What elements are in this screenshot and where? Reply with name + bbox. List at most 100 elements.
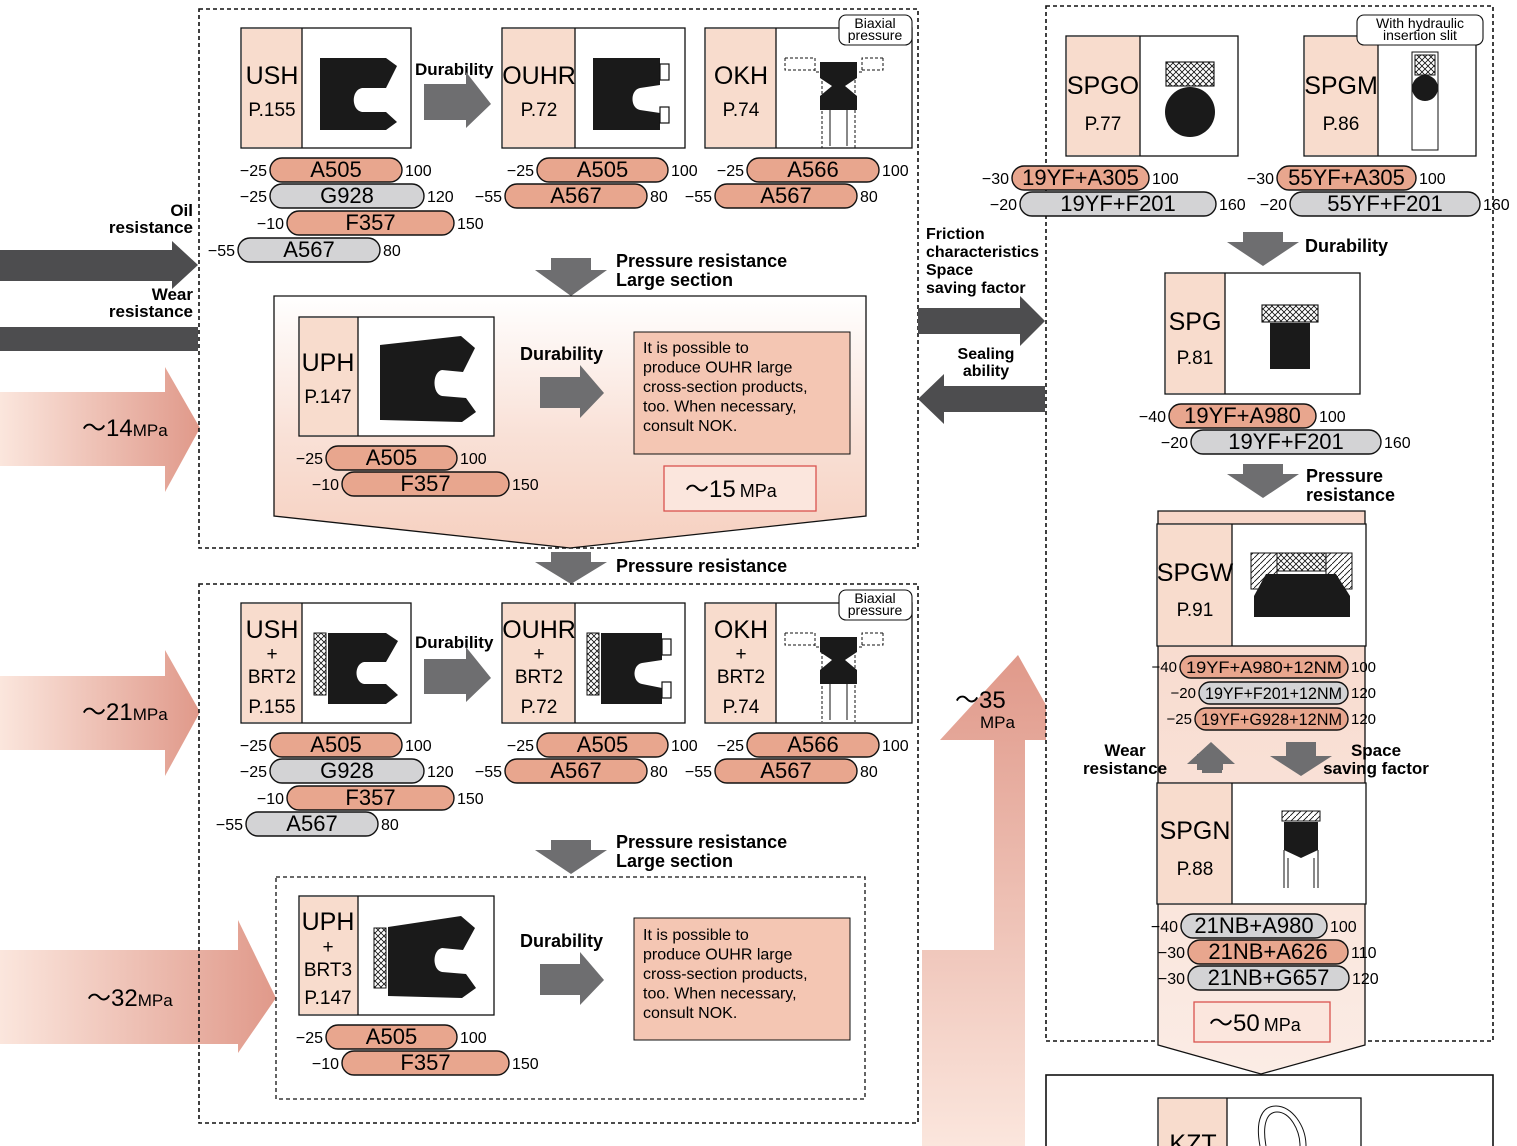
spgm-page: P.86 (1323, 114, 1360, 135)
material-min-temp: −20 (1161, 435, 1188, 452)
okh-brt2-card[interactable] (704, 602, 913, 724)
spgo-card[interactable] (1065, 35, 1239, 157)
uph-name: UPH (302, 349, 355, 377)
material-code: 21NB+A626 (1208, 939, 1327, 964)
material-code: F357 (345, 210, 395, 235)
material-min-temp: −25 (240, 738, 267, 755)
material-max-temp: 150 (512, 477, 539, 494)
material-code: A567 (286, 811, 337, 836)
ouhr-brt2-page: P.72 (521, 697, 558, 718)
material-min-temp: −25 (240, 189, 267, 206)
material-min-temp: −25 (717, 163, 744, 180)
material-max-temp: 100 (405, 163, 432, 180)
material-max-temp: 80 (860, 189, 878, 206)
spg-card[interactable] (1164, 272, 1361, 395)
spgw-card[interactable] (1156, 523, 1367, 647)
okh-brt2-page: P.74 (723, 697, 760, 718)
kzt-name: KZT (1169, 1130, 1216, 1146)
pressure-arrow-21mpa (0, 650, 200, 776)
material-min-temp: −10 (312, 477, 339, 494)
material-min-temp: −20 (990, 197, 1017, 214)
uph-brt3-dashed-frame (275, 876, 866, 1100)
material-code: A567 (760, 183, 811, 208)
ouhr-brt2-brt: BRT2 (515, 667, 563, 688)
material-pill: 19YF+F201+12NM −20 120 (1171, 681, 1376, 705)
material-min-temp: −40 (1152, 659, 1177, 676)
ouhr-page: P.72 (521, 100, 558, 121)
pressure-down-arrow-s2 (535, 840, 607, 874)
okh-brt2-name: OKH (714, 616, 768, 644)
material-max-temp: 150 (457, 791, 484, 808)
material-code: 55YF+A305 (1288, 165, 1405, 190)
material-min-temp: −10 (257, 791, 284, 808)
material-max-temp: 100 (1152, 171, 1179, 188)
material-max-temp: 80 (381, 817, 399, 834)
material-min-temp: −55 (685, 764, 712, 781)
material-max-temp: 100 (671, 163, 698, 180)
material-code: A567 (550, 183, 601, 208)
wear-resistance-up-arrow (1187, 742, 1235, 773)
spgn-card[interactable] (1156, 782, 1367, 905)
material-max-temp: 100 (1319, 409, 1346, 426)
material-code: A505 (366, 445, 417, 470)
durability-label-right: Durability (1305, 236, 1388, 256)
material-max-temp: 120 (1351, 685, 1376, 702)
uph-brt3-name: UPH (302, 908, 355, 936)
material-min-temp: −20 (1260, 197, 1287, 214)
material-code: A505 (366, 1024, 417, 1049)
okh-brt2-seal-shape-icon (784, 632, 884, 722)
spgm-seal-shape-icon (1411, 51, 1439, 151)
ouhr-name: OUHR (502, 62, 576, 90)
material-min-temp: −55 (216, 817, 243, 834)
okh-card[interactable] (704, 27, 913, 149)
kzt-frame (1045, 1074, 1494, 1146)
material-code: A505 (577, 157, 628, 182)
durability-label-uph-s1: Durability (520, 344, 603, 364)
material-code: F357 (400, 471, 450, 496)
kzt-card[interactable] (1157, 1097, 1362, 1146)
material-code: A567 (283, 237, 334, 262)
durability-label-s2: Durability (415, 633, 494, 652)
okh-page: P.74 (723, 100, 760, 121)
spgo-name: SPGO (1067, 72, 1139, 100)
material-min-temp: −55 (475, 189, 502, 206)
spgw-page: P.91 (1177, 600, 1214, 621)
material-code: 19YF+F201+12NM (1205, 684, 1342, 703)
material-min-temp: −20 (1171, 685, 1196, 702)
material-max-temp: 100 (460, 1030, 487, 1047)
durability-label-s1: Durability (415, 60, 494, 79)
material-pill: A505 −25 100 (296, 1024, 487, 1050)
okh-brt2-plus: + (735, 644, 746, 665)
uph-mpa-box-s1 (663, 465, 817, 512)
material-max-temp: 150 (512, 1056, 539, 1073)
material-min-temp: −25 (296, 451, 323, 468)
durability-arrow-s1 (424, 72, 491, 128)
material-code: 19YF+F201 (1228, 429, 1344, 454)
uph-brt3-brt: BRT3 (304, 960, 352, 981)
material-min-temp: −40 (1139, 409, 1166, 426)
okh-brt2-brt: BRT2 (717, 667, 765, 688)
pressure-resistance-label-between: Pressure resistance (616, 556, 787, 576)
pressure-value-35: ～35 (955, 687, 1006, 714)
ouhr-brt2-name: OUHR (502, 616, 576, 644)
material-min-temp: −25 (296, 1030, 323, 1047)
material-max-temp: 100 (882, 163, 909, 180)
